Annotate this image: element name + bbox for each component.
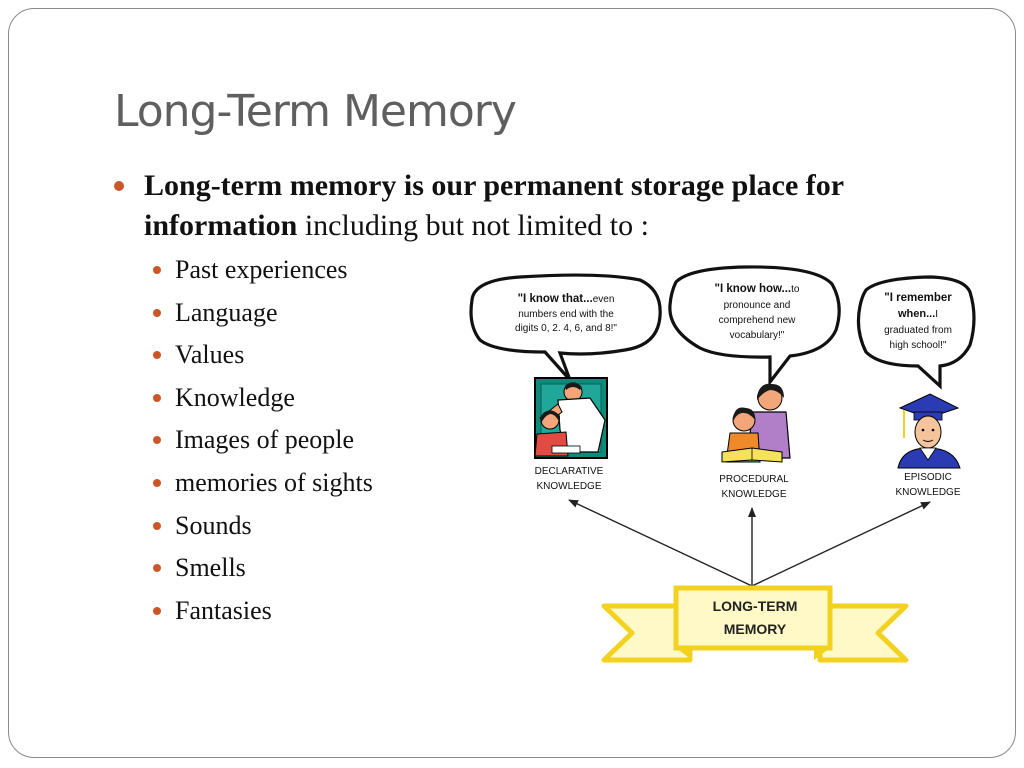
- bullet-dot-icon: [153, 393, 161, 402]
- declarative-label: KNOWLEDGE: [536, 481, 601, 492]
- procedural-label: KNOWLEDGE: [721, 489, 786, 500]
- episodic-speech-bubble: "I remember when...I graduated from high…: [856, 275, 976, 390]
- arrow-to-episodic: [751, 501, 931, 587]
- bullet-dot-icon: [153, 266, 161, 274]
- episodic-bubble-text: graduated from: [884, 325, 952, 336]
- ribbon-label: MEMORY: [724, 621, 787, 637]
- main-bullet: Long-term memory is our permanent storag…: [114, 166, 954, 246]
- declarative-speech-bubble: "I know that...even numbers end with the…: [469, 273, 662, 382]
- episodic-bubble-bold-text: when...: [897, 308, 935, 320]
- svg-text:"I know how...to: "I know how...to: [715, 283, 800, 295]
- sub-bullet-item: Fantasies: [148, 591, 373, 634]
- procedural-bubble-text: to: [791, 284, 800, 295]
- main-bullet-bold-text: Long-term memory is our permanent storag…: [144, 169, 844, 242]
- sub-bullet-label: Knowledge: [175, 382, 295, 412]
- declarative-bubble-text: digits 0, 2. 4, 6, and 8!": [515, 323, 617, 334]
- declarative-label: DECLARATIVE: [535, 466, 604, 477]
- bullet-dot-icon: [114, 181, 124, 191]
- sub-bullet-item: Knowledge: [148, 378, 373, 421]
- bullet-dot-icon: [153, 351, 161, 360]
- bullet-dot-icon: [153, 436, 161, 445]
- sub-bullet-label: Fantasies: [175, 595, 272, 625]
- sub-bullet-item: Smells: [148, 548, 373, 591]
- main-bullet-normal-text: including but not limited to :: [297, 209, 649, 242]
- long-term-memory-ribbon: [601, 585, 909, 663]
- sub-bullet-item: memories of sights: [148, 463, 373, 506]
- sub-bullet-label: Smells: [175, 553, 246, 583]
- sub-bullet-item: Images of people: [148, 420, 373, 463]
- bullet-dot-icon: [153, 606, 161, 615]
- main-bullet-text: Long-term memory is our permanent storag…: [144, 166, 954, 246]
- sub-bullet-item: Values: [148, 335, 373, 378]
- bullet-dot-icon: [153, 308, 161, 317]
- sub-bullet-label: memories of sights: [175, 467, 373, 497]
- procedural-bubble-text: comprehend new: [719, 315, 796, 326]
- ribbon-label: LONG-TERM: [713, 598, 798, 614]
- procedural-bubble-bold-text: "I know how...: [715, 283, 792, 295]
- sub-bullet-label: Language: [175, 297, 278, 327]
- declarative-bubble-text: even: [593, 294, 615, 305]
- declarative-bubble-bold-text: "I know that...: [518, 293, 593, 305]
- sub-bullet-item: Sounds: [148, 506, 373, 549]
- episodic-bubble-text: I: [935, 309, 938, 320]
- memory-diagram: "I know that...even numbers end with the…: [469, 265, 976, 663]
- sub-bullet-list: Past experiences Language Values Knowled…: [148, 250, 373, 633]
- sub-bullet-label: Sounds: [175, 510, 252, 540]
- arrow-to-declarative: [568, 499, 753, 587]
- svg-text:"I know that...even: "I know that...even: [518, 293, 615, 305]
- episodic-label: KNOWLEDGE: [895, 487, 960, 498]
- bullet-dot-icon: [153, 521, 161, 530]
- svg-text:when...I: when...I: [897, 308, 938, 320]
- procedural-bubble-text: vocabulary!": [730, 330, 785, 341]
- episodic-bubble-bold-text: "I remember: [884, 292, 952, 304]
- procedural-label: PROCEDURAL: [719, 474, 789, 485]
- teacher-student-illustration: [534, 377, 608, 459]
- sub-bullet-item: Past experiences: [148, 250, 373, 293]
- sub-bullet-item: Language: [148, 293, 373, 336]
- procedural-bubble-text: pronounce and: [724, 300, 791, 311]
- procedural-speech-bubble: "I know how...to pronounce and comprehen…: [668, 265, 841, 387]
- episodic-label: EPISODIC: [904, 472, 952, 483]
- sub-bullet-label: Images of people: [175, 425, 355, 455]
- declarative-bubble-text: numbers end with the: [518, 309, 614, 320]
- sub-bullet-label: Values: [175, 340, 245, 370]
- slide-title: Long-Term Memory: [114, 86, 517, 137]
- graduate-illustration: [897, 393, 961, 469]
- bullet-dot-icon: [153, 478, 161, 487]
- sub-bullet-label: Past experiences: [175, 255, 348, 284]
- parent-child-reading-illustration: [721, 383, 791, 463]
- bullet-dot-icon: [153, 564, 161, 573]
- episodic-bubble-text: high school!": [890, 340, 947, 351]
